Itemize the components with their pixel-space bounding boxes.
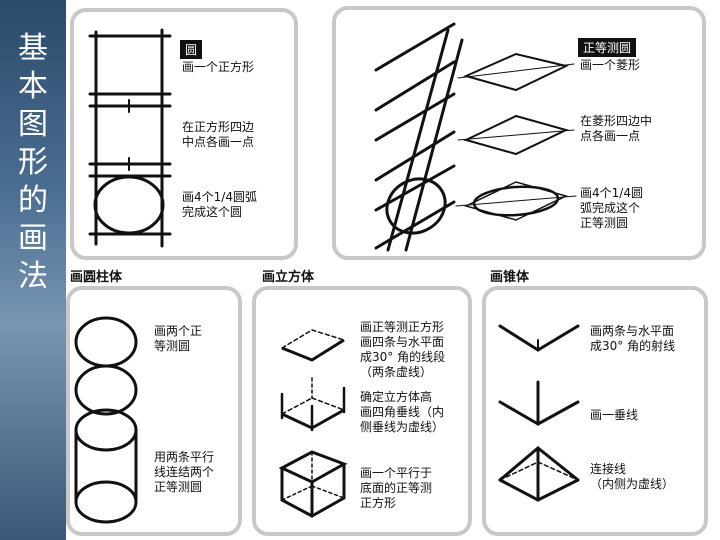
cylinder-step2-line: 正等测圆 [154, 480, 203, 494]
cone-drawing [498, 324, 580, 502]
title-char: 形 [18, 145, 48, 180]
circle-step3-line: 画4个1/4圆弧 [182, 190, 257, 204]
sidebar-title: 基 本 图 形 的 画 法 [8, 30, 58, 296]
cube-step2-line: 画四角垂线（内 [360, 405, 445, 419]
iso-step3-line: 正等测圆 [580, 216, 629, 230]
cube-step1-line: （两条虚线） [360, 365, 433, 379]
circle-step3: 画4个1/4圆弧 完成这个圆 [182, 190, 257, 220]
cylinder-step2-line: 线连结两个 [154, 465, 215, 479]
iso-circle-tag: 正等测圆 [578, 38, 637, 57]
iso-step3: 画4个1/4圆 弧完成这个 正等测圆 [580, 186, 643, 231]
title-char: 法 [18, 259, 48, 294]
cube-step3-line: 底面的正等测 [360, 481, 433, 495]
cone-step3-line: （内侧为虚线） [590, 477, 675, 491]
section-cone: 画锥体 [490, 270, 530, 285]
cylinder-panel: 画两个正 等测圆 用两条平行 线连结两个 正等测圆 [66, 286, 242, 536]
cone-panel: 画两条与水平面 成30° 角的射线 画一垂线 连接线 （内侧为虚线） [482, 286, 708, 536]
iso-step2: 在菱形四边中 点各画一点 [580, 114, 652, 144]
circle-step2: 在正方形四边 中点各画一点 [182, 120, 254, 150]
iso-step1: 画一个菱形 [580, 58, 641, 72]
cone-step3-line: 连接线 [590, 462, 627, 476]
cube-step3-line: 正方形 [360, 496, 397, 510]
iso-step3-line: 弧完成这个 [580, 201, 641, 215]
iso-circle-panel: 正等测圆 画一个菱形 在菱形四边中 点各画一点 画4个1/4圆 弧完成这个 正等… [332, 6, 706, 260]
circle-step2-line: 中点各画一点 [182, 135, 255, 149]
circle-step1: 画一个正方形 [182, 60, 255, 74]
cube-drawing [278, 329, 348, 518]
title-char: 画 [18, 221, 48, 256]
iso-step2-line: 点各画一点 [580, 129, 641, 143]
cone-step2: 画一垂线 [590, 408, 639, 422]
cylinder-step1-line: 画两个正 [154, 324, 203, 338]
sidebar: 基 本 图 形 的 画 法 [0, 0, 66, 540]
cylinder-step1: 画两个正 等测圆 [154, 324, 202, 354]
title-char: 本 [18, 69, 48, 104]
cone-step1-line: 成30° 角的射线 [590, 339, 676, 353]
title-char: 图 [18, 107, 48, 142]
circle-panel: 圆 画一个正方形 在正方形四边 中点各画一点 画4个1/4圆弧 完成这个圆 [70, 8, 298, 260]
circle-tag: 圆 [180, 40, 203, 59]
circle-step3-line: 完成这个圆 [182, 205, 243, 219]
cone-step3: 连接线 （内侧为虚线） [590, 462, 674, 492]
iso-step3-line: 画4个1/4圆 [580, 186, 643, 200]
circle-construction-drawing [88, 28, 172, 248]
cylinder-step2: 用两条平行 线连结两个 正等测圆 [154, 450, 214, 495]
cube-step3-line: 画一个平行于 [360, 466, 433, 480]
title-char: 的 [18, 183, 48, 218]
circle-step2-line: 在正方形四边 [182, 120, 255, 134]
iso-step2-line: 在菱形四边中 [580, 114, 653, 128]
cube-step1-line: 画四条与水平面 [360, 335, 445, 349]
cube-step1-line: 成30° 角的线段 [360, 350, 446, 364]
cone-step1-line: 画两条与水平面 [590, 324, 675, 338]
cylinder-drawing [74, 316, 138, 524]
cylinder-step1-line: 等测圆 [154, 339, 191, 353]
cube-step3: 画一个平行于 底面的正等测 正方形 [360, 466, 432, 511]
iso-circle-drawing [374, 22, 577, 252]
cube-step1: 画正等测正方形 画四条与水平面 成30° 角的线段 （两条虚线） [360, 320, 445, 380]
cube-panel: 画正等测正方形 画四条与水平面 成30° 角的线段 （两条虚线） 确定立方体高 … [252, 286, 472, 536]
cube-step2-line: 侧垂线为虚线） [360, 420, 445, 434]
cylinder-step2-line: 用两条平行 [154, 450, 215, 464]
cube-step2-line: 确定立方体高 [360, 390, 433, 404]
section-cube: 画立方体 [262, 270, 315, 285]
cube-step1-line: 画正等测正方形 [360, 320, 445, 334]
cone-step1: 画两条与水平面 成30° 角的射线 [590, 324, 675, 354]
section-cylinder: 画圆柱体 [70, 270, 123, 285]
title-char: 基 [18, 31, 48, 66]
cube-step2: 确定立方体高 画四角垂线（内 侧垂线为虚线） [360, 390, 444, 435]
